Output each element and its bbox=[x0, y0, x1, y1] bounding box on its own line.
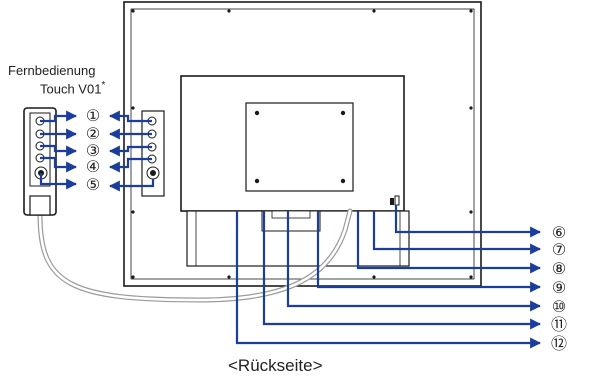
vesa-mount-plate bbox=[245, 102, 354, 192]
callout-12: ⑫ bbox=[551, 335, 567, 353]
bracket-power-button bbox=[150, 170, 156, 176]
callout-6: ⑥ bbox=[552, 225, 566, 242]
callout-2: ② bbox=[86, 126, 100, 143]
callout-7: ⑦ bbox=[552, 242, 566, 259]
left-arrows bbox=[39, 110, 78, 190]
callout-1: ① bbox=[86, 108, 100, 125]
frame-screws bbox=[131, 9, 473, 279]
remote-name-line2-wrap: Touch V01* bbox=[40, 80, 105, 96]
callout-4: ④ bbox=[86, 159, 100, 176]
caption: <Rückseite> bbox=[228, 356, 323, 375]
right-arrows bbox=[235, 205, 542, 349]
remote-name-line2: Touch V01 bbox=[40, 81, 102, 97]
remote-name-line1: Fernbedienung bbox=[8, 63, 96, 78]
remote-plug bbox=[29, 195, 51, 216]
callout-5: ⑤ bbox=[86, 177, 100, 194]
callout-3: ③ bbox=[86, 143, 100, 160]
vesa-screws bbox=[254, 110, 346, 184]
callout-10: ⑩ bbox=[552, 299, 566, 316]
remote-asterisk: * bbox=[101, 80, 106, 91]
callout-9: ⑨ bbox=[552, 280, 566, 297]
kensington-slot bbox=[390, 198, 394, 205]
callout-11: ⑪ bbox=[551, 316, 567, 334]
left-arrows-bracket bbox=[108, 110, 155, 192]
callout-8: ⑧ bbox=[552, 261, 566, 278]
